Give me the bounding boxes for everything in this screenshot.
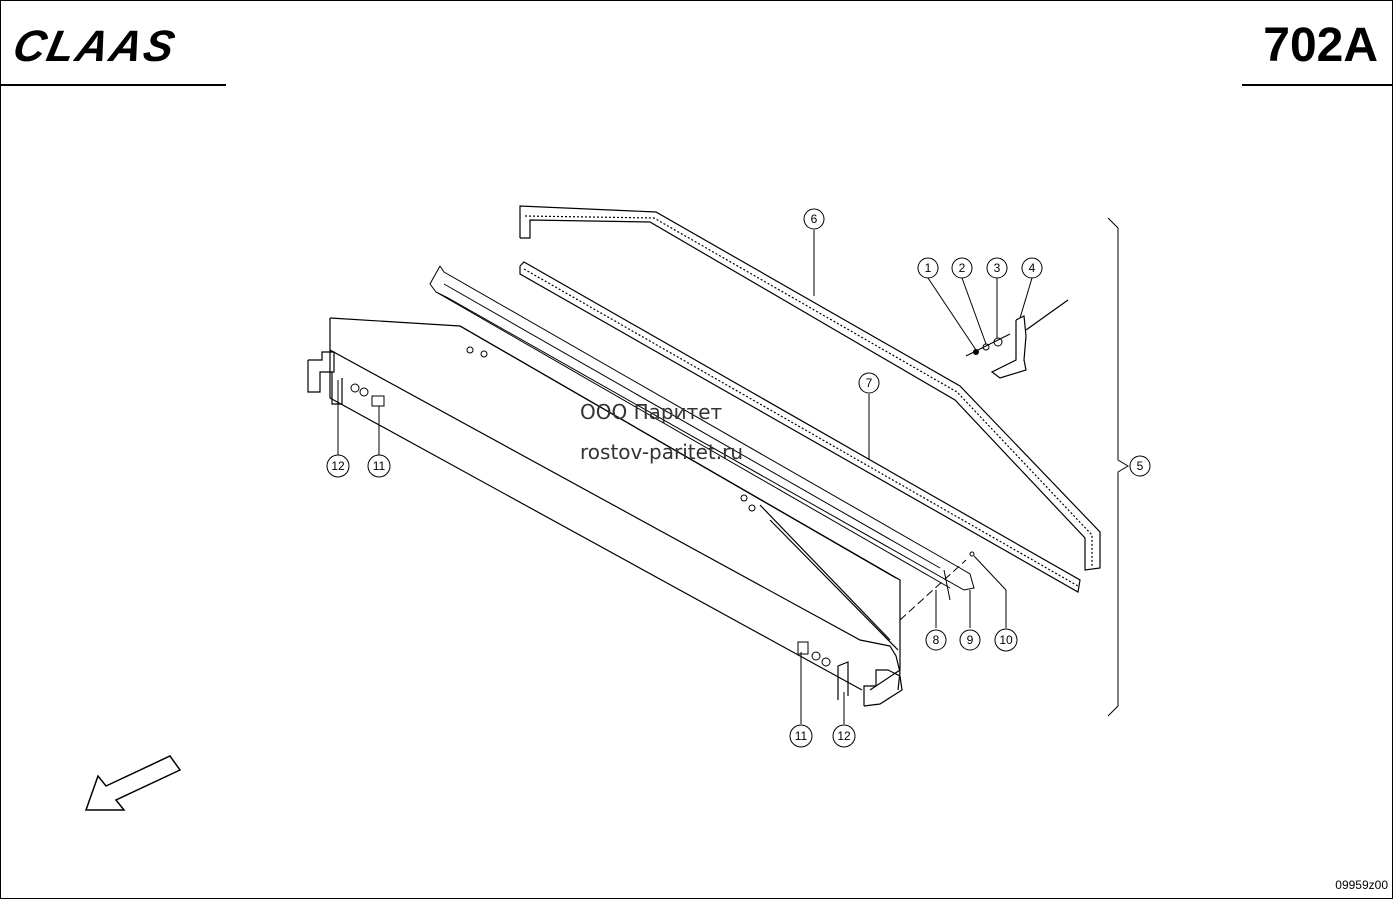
callout-6-circle: [803, 208, 825, 230]
callout-8: 8: [933, 633, 940, 647]
callout-12-right-circle: [832, 724, 856, 748]
watermark-company: ООО Паритет: [580, 400, 723, 424]
callout-11-left-circle: [367, 454, 391, 478]
callout-12-right: 12: [837, 729, 851, 743]
callout-12-left: 12: [331, 459, 345, 473]
callout-6: 6: [811, 212, 818, 226]
main-beam: [307, 317, 903, 707]
direction-arrow-icon: [84, 755, 182, 811]
callout-1-circle: [917, 257, 939, 279]
callout-11-right-circle: [789, 724, 813, 748]
callout-3-circle: [986, 257, 1008, 279]
callout-2: 2: [959, 261, 966, 275]
part-7-strip: [519, 261, 1081, 593]
hardware-left: [350, 346, 488, 407]
drawing-number: 09959z00: [1335, 878, 1388, 892]
callout-9-circle: [959, 629, 981, 651]
watermark-website: rostov-paritet.ru: [580, 440, 744, 464]
callout-5-circle: [1129, 455, 1151, 477]
fasteners-1-3: [965, 333, 1011, 357]
callout-8-circle: [925, 629, 947, 651]
callout-12-left-circle: [326, 454, 350, 478]
callout-4-circle: [1021, 257, 1043, 279]
callout-3: 3: [994, 261, 1001, 275]
part-6-strip: [519, 205, 1101, 571]
page-code: 702A: [1263, 19, 1378, 72]
callout-7: 7: [866, 376, 873, 390]
callout-2-circle: [951, 257, 973, 279]
callout-10: 10: [999, 633, 1013, 647]
callout-labels: 1 2 3 4 5 6 7 8 9 10 11 12 11 12: [331, 212, 1143, 743]
callout-4: 4: [1029, 261, 1036, 275]
callout-7-circle: [858, 372, 880, 394]
leader-lines: [337, 217, 1129, 724]
callout-11-left: 11: [373, 459, 386, 473]
callout-1: 1: [925, 261, 932, 275]
callout-10-circle: [994, 628, 1018, 652]
part-4-bracket: [990, 299, 1069, 379]
callout-9: 9: [967, 633, 974, 647]
callout-11-right: 11: [795, 729, 808, 743]
callout-markers: [326, 208, 1151, 748]
callout-5: 5: [1137, 459, 1144, 473]
fasteners-9-10: [899, 551, 975, 621]
part-8-blades: [429, 265, 975, 601]
hardware-right: [740, 494, 831, 667]
